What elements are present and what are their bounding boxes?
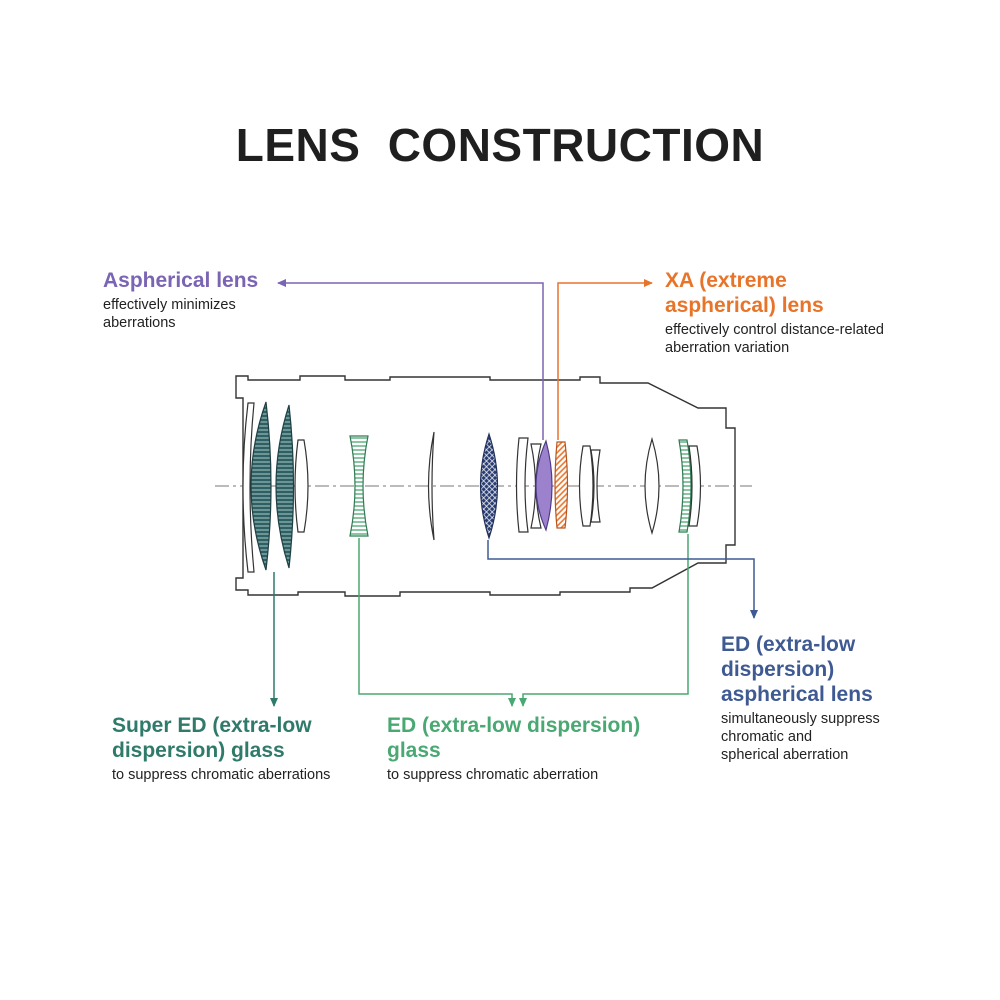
- clear-element-3: [515, 437, 529, 533]
- front-element: [242, 402, 255, 573]
- ed-aspherical-element: [479, 432, 499, 540]
- clear-element-5: [578, 445, 594, 527]
- ed-leader-line-2: [519, 534, 689, 707]
- super-ed-glass-heading: Super ED (extra-low dispersion) glass: [112, 714, 312, 762]
- clear-element-1: [294, 439, 309, 533]
- clear-element-6: [590, 449, 601, 523]
- page-title: LENS CONSTRUCTION: [235, 119, 765, 171]
- super-ed-element-2: [275, 404, 295, 569]
- xa-leader-line: [557, 279, 653, 440]
- lens-barrel-outline: [235, 375, 736, 597]
- super-ed-element-1: [250, 401, 272, 571]
- ed-aspherical-leader-line: [487, 540, 758, 619]
- xa-lens-description: effectively control distance-related abe…: [665, 322, 884, 356]
- ed-element-1: [349, 435, 369, 537]
- clear-element-8: [688, 445, 702, 527]
- aspherical-lens-heading: Aspherical lens: [103, 269, 259, 292]
- ed-aspherical-lens-heading: ED (extra-low dispersion) aspherical len…: [721, 633, 873, 706]
- ed-aspherical-lens-description: simultaneously suppress chromatic and sp…: [721, 711, 880, 763]
- ed-leader-line-1: [358, 538, 516, 707]
- clear-element-2: [427, 431, 435, 541]
- ed-aspherical-lens-label: ED (extra-low dispersion) aspherical len…: [721, 632, 880, 764]
- aspherical-element: [535, 439, 553, 532]
- ed-element-2: [678, 439, 692, 533]
- ed-glass-description: to suppress chromatic aberration: [387, 767, 599, 783]
- xa-lens-heading: XA (extreme aspherical) lens: [665, 269, 824, 317]
- aspherical-lens-description: effectively minimizes aberrations: [103, 297, 236, 331]
- ed-glass-label: ED (extra-low dispersion) glass to suppr…: [387, 713, 640, 784]
- super-ed-glass-label: Super ED (extra-low dispersion) glass to…: [112, 713, 330, 784]
- aspherical-lens-label: Aspherical lens effectively minimizes ab…: [103, 268, 258, 332]
- aspherical-leader-line: [277, 279, 544, 440]
- xa-element: [554, 441, 569, 529]
- ed-glass-heading: ED (extra-low dispersion) glass: [387, 714, 641, 762]
- clear-element-7: [644, 436, 660, 536]
- xa-lens-label: XA (extreme aspherical) lens effectively…: [665, 268, 884, 357]
- super-ed-glass-description: to suppress chromatic aberrations: [112, 767, 331, 783]
